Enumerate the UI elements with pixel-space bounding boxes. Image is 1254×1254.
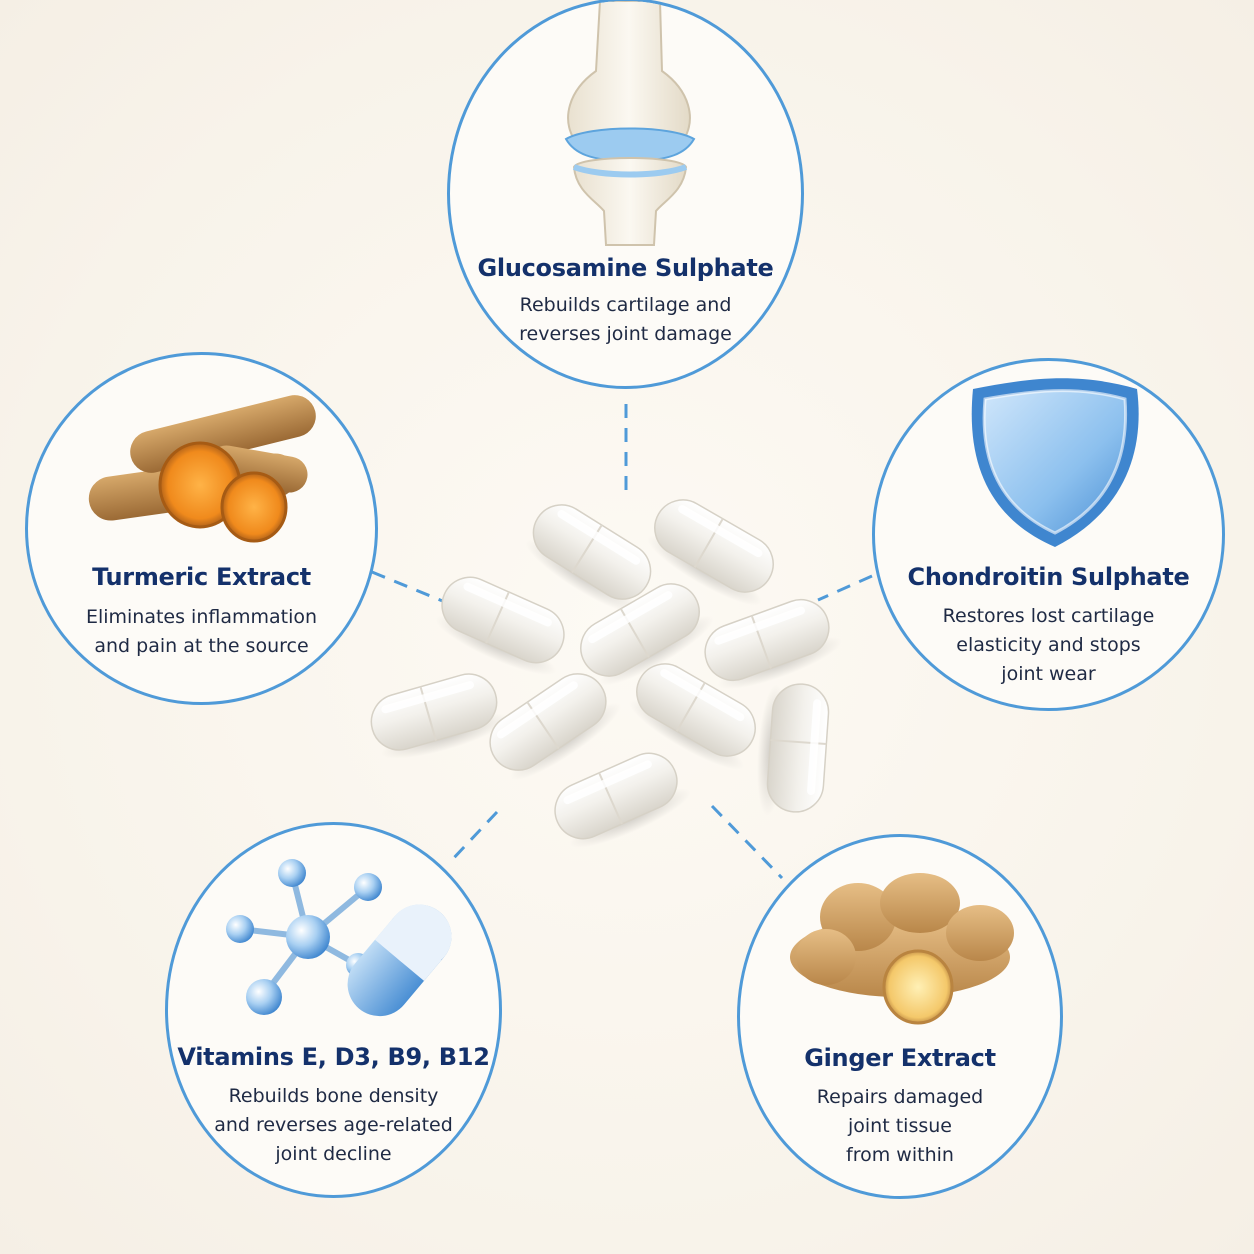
- ingredient-card-glucosamine: Glucosamine Sulphate Rebuilds cartilage …: [447, 0, 804, 389]
- turmeric-root-icon: [88, 395, 316, 543]
- capsule: [525, 504, 652, 614]
- capsule: [554, 752, 691, 848]
- capsule: [580, 583, 715, 686]
- capsule: [757, 683, 830, 817]
- molecule-capsule-icon: [226, 859, 452, 1017]
- ingredient-card-ginger: Ginger Extract Repairs damaged joint tis…: [737, 834, 1063, 1199]
- ingredient-title: Ginger Extract: [804, 1044, 996, 1072]
- ingredient-description: Rebuilds cartilage and reverses joint da…: [519, 294, 732, 345]
- capsule: [370, 673, 509, 759]
- ingredient-title: Turmeric Extract: [92, 563, 311, 591]
- ingredient-title: Chondroitin Sulphate: [907, 563, 1190, 591]
- shield-icon: [971, 378, 1139, 547]
- capsule: [435, 576, 565, 676]
- ingredient-card-vitamins: Vitamins E, D3, B9, B12 Rebuilds bone de…: [165, 822, 502, 1198]
- ingredient-title: Vitamins E, D3, B9, B12: [177, 1043, 490, 1071]
- capsule: [489, 673, 622, 781]
- capsule: [646, 499, 774, 606]
- ginger-root-icon: [790, 873, 1014, 1025]
- ingredient-card-chondroitin: Chondroitin Sulphate Restores lost carti…: [872, 358, 1225, 711]
- ingredient-description: Eliminates inflammation and pain at the …: [85, 606, 318, 657]
- capsule: [704, 598, 842, 690]
- ingredient-description: Restores lost cartilage elasticity and s…: [942, 605, 1155, 685]
- ingredient-card-turmeric: Turmeric Extract Eliminates inflammation…: [25, 352, 378, 705]
- ingredient-description: Rebuilds bone density and reverses age-r…: [214, 1085, 453, 1165]
- knee-joint-icon: [564, 1, 696, 246]
- capsule: [628, 663, 756, 770]
- ingredient-title: Glucosamine Sulphate: [477, 254, 774, 282]
- ingredient-description: Repairs damaged joint tissue from within: [816, 1086, 984, 1166]
